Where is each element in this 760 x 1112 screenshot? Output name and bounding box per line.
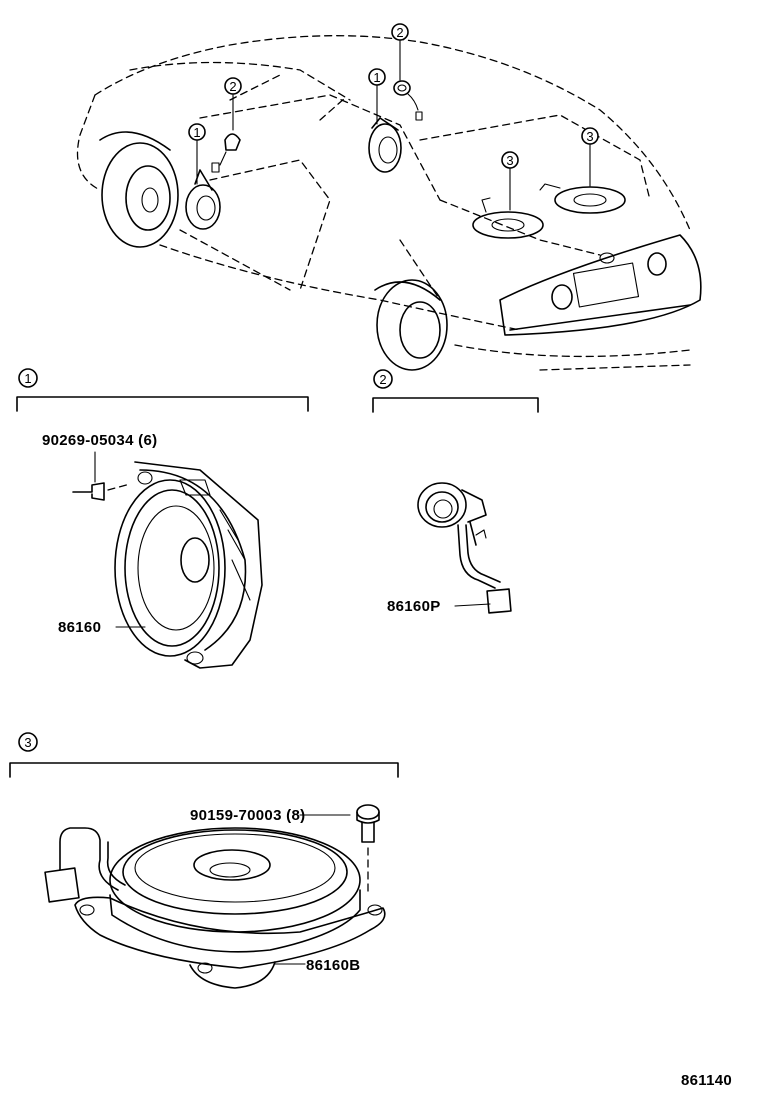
section-2-marker: [373, 369, 393, 389]
bolt-drawing: [72, 482, 131, 501]
section-2-bracket: [372, 397, 539, 413]
section-2: 2 86160P: [372, 369, 539, 615]
section-3: 3 90159-70003 (8): [9, 732, 399, 989]
section-3-marker: [18, 732, 38, 752]
svg-text:3: 3: [586, 129, 593, 144]
tweeter-drawing: [417, 482, 512, 614]
illustration-code: 861140: [681, 1072, 732, 1089]
svg-text:1: 1: [373, 70, 380, 85]
callout-rear-door-speaker: 1: [368, 68, 386, 86]
part-number-bolt: 90269-05034 (6): [42, 432, 157, 449]
svg-text:1: 1: [193, 125, 200, 140]
section-3-id: 3: [24, 735, 31, 750]
callout-rear-tweeter: 2: [391, 23, 409, 41]
callout-front-tweeter: 2: [224, 77, 242, 95]
svg-text:2: 2: [396, 25, 403, 40]
callout-front-door-speaker: 1: [188, 123, 206, 141]
svg-text:3: 3: [506, 153, 513, 168]
screw-drawing: [356, 804, 380, 896]
part-number-tweeter: 86160P: [387, 598, 441, 615]
section-1-bracket: [16, 396, 309, 412]
section-2-id: 2: [379, 372, 386, 387]
car-illustration: [76, 35, 702, 371]
callout-rear-deck-left: 3: [501, 151, 519, 169]
part-number-screw: 90159-70003 (8): [190, 807, 305, 824]
svg-text:2: 2: [229, 79, 236, 94]
section-1-marker: [18, 368, 38, 388]
deck-speaker-drawing: [44, 827, 386, 989]
part-number-door-speaker: 86160: [58, 619, 101, 636]
section-1: 1 90269-05034 (6) 86160: [16, 368, 309, 669]
callout-rear-deck-right: 3: [581, 127, 599, 145]
part-number-deck-speaker: 86160B: [306, 957, 360, 974]
section-3-bracket: [9, 762, 399, 778]
door-speaker-drawing: [114, 461, 263, 669]
section-1-id: 1: [24, 371, 31, 386]
